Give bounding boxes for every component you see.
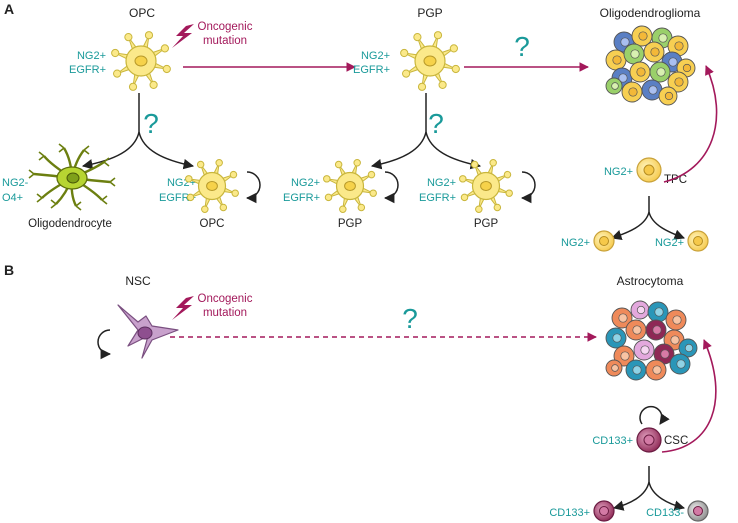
pgp-marker-egfr: EGFR+ [353, 64, 390, 76]
csc-marker: CD133+ [592, 435, 633, 447]
opc-title: OPC [129, 6, 155, 20]
tpc-cell [636, 157, 662, 183]
opc-self-renew-cell [185, 159, 239, 213]
pgp-right-label: PGP [474, 218, 499, 230]
tpc-marker: NG2+ [604, 166, 633, 178]
csc-label: CSC [664, 435, 688, 447]
opc-self-marker-egfr: EGFR+ [159, 192, 196, 204]
opc-self-label: OPC [200, 218, 225, 230]
oncogenic-mutation-line2: mutation [203, 35, 247, 47]
question-pgp-fate: ? [428, 108, 444, 139]
oncogenic-mutation-b-line1: Oncogenic [198, 293, 253, 305]
tpc-daughter-left-cell [593, 230, 615, 252]
tpc-daughter-left-marker: NG2+ [561, 237, 590, 249]
panel-b-letter: B [4, 262, 14, 278]
csc-daughter-left-cell [593, 500, 615, 522]
csc-daughter-right-cell [687, 500, 709, 522]
pgp-left-cell [323, 159, 377, 213]
pgp-branch-arrows [370, 93, 482, 170]
oligodendrocyte-cell [28, 143, 116, 211]
opc-branch-arrows [81, 93, 195, 170]
pgp-cell [400, 31, 460, 91]
tpc-branch-arrows [611, 196, 685, 240]
oligodendrocyte-label: Oligodendrocyte [28, 218, 112, 230]
self-renewal-arrow-icon [97, 329, 112, 360]
self-renewal-arrow-icon [383, 171, 399, 204]
csc-to-tumor-arrow [661, 339, 717, 453]
oligo-marker-ng2: NG2- [2, 177, 29, 189]
tpc-daughter-right-cell [687, 230, 709, 252]
lightning-bolt-icon [172, 296, 194, 320]
astrocytoma-tumor [605, 300, 698, 381]
pgp-right-marker-ng2: NG2+ [427, 177, 456, 189]
csc-daughter-left-marker: CD133+ [549, 507, 590, 519]
oncogenic-mutation-line1: Oncogenic [198, 21, 253, 33]
pgp-right-marker-egfr: EGFR+ [419, 192, 456, 204]
pgp-title: PGP [417, 6, 442, 20]
csc-daughter-right-marker: CD133- [646, 507, 684, 519]
pgp-left-marker-egfr: EGFR+ [283, 192, 320, 204]
tpc-label: TPC [664, 174, 687, 186]
pgp-right-cell [459, 159, 513, 213]
question-opc-fate: ? [143, 108, 159, 139]
opc-cell [111, 31, 171, 91]
opc-marker-ng2: NG2+ [77, 50, 106, 62]
csc-cell [636, 427, 662, 453]
self-renewal-arrow-icon [639, 405, 670, 425]
opc-marker-egfr: EGFR+ [69, 64, 106, 76]
oligodendroglioma-tumor [605, 25, 696, 106]
pgp-left-label: PGP [338, 218, 363, 230]
nsc-cell [117, 304, 179, 359]
lightning-bolt-icon [172, 24, 194, 48]
oligo-marker-o4: O4+ [2, 192, 23, 204]
panel-a-letter: A [4, 1, 14, 17]
tpc-to-tumor-arrow [663, 65, 718, 183]
nsc-title: NSC [125, 274, 151, 288]
oncogenic-mutation-b-line2: mutation [203, 307, 247, 319]
question-nsc-to-tumor: ? [402, 303, 418, 334]
csc-branch-arrows [612, 466, 686, 511]
self-renewal-arrow-icon [520, 171, 536, 204]
pgp-marker-ng2: NG2+ [361, 50, 390, 62]
self-renewal-arrow-icon [245, 171, 261, 204]
tpc-daughter-right-marker: NG2+ [655, 237, 684, 249]
question-pgp-to-tumor: ? [514, 31, 530, 62]
pgp-left-marker-ng2: NG2+ [291, 177, 320, 189]
astrocytoma-title: Astrocytoma [617, 274, 684, 288]
oligodendroglioma-title: Oligodendroglioma [600, 6, 701, 20]
